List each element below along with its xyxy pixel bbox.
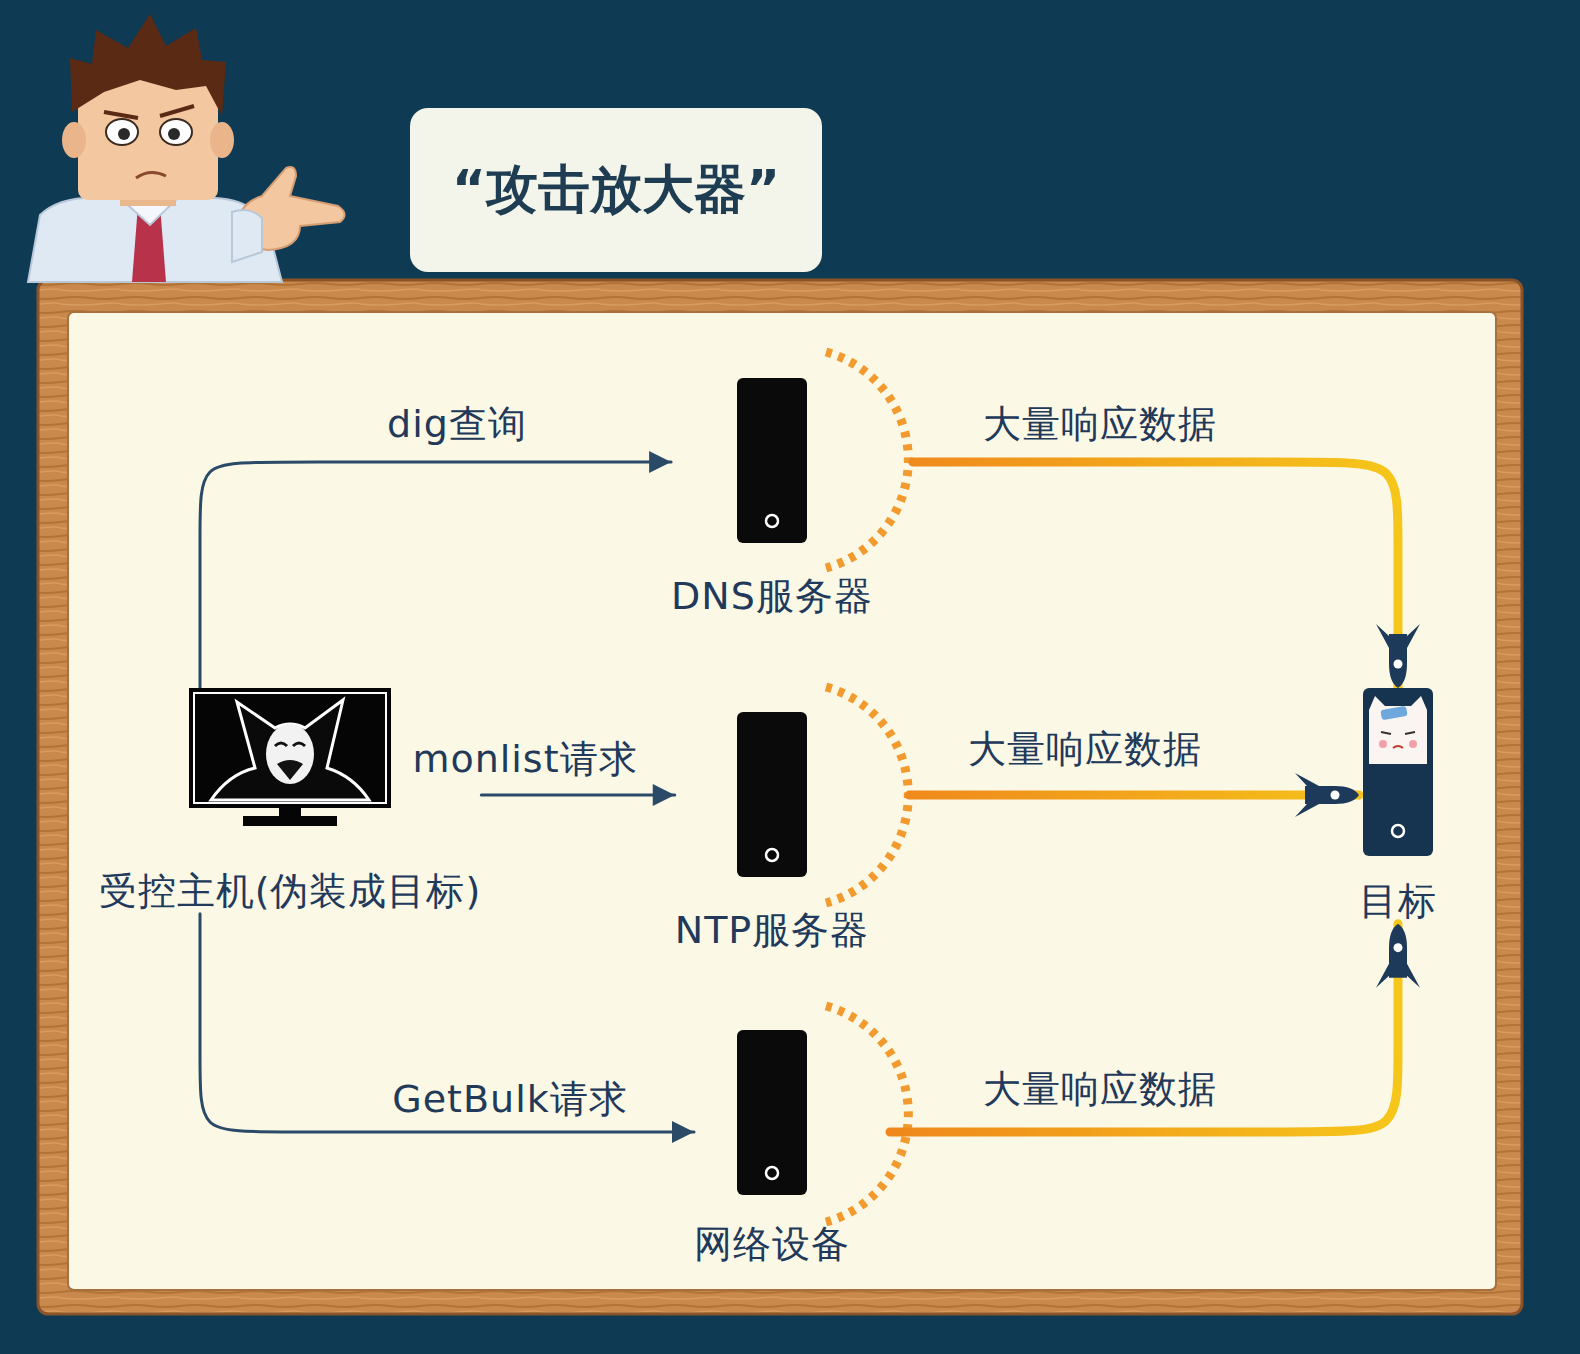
response-arrow (909, 791, 1359, 800)
art-circle (766, 515, 778, 527)
target-icon (1363, 688, 1433, 856)
art-rect (737, 1030, 807, 1195)
art-rect (194, 693, 386, 803)
art-path (275, 743, 305, 746)
node-label: DNS服务器 (671, 575, 873, 619)
art-circle (766, 1167, 778, 1179)
edge-label: 大量响应数据 (979, 403, 1221, 447)
edge-label: monlist请求 (408, 738, 641, 782)
art-rect (243, 816, 337, 826)
art-path (28, 198, 282, 282)
art-circle (1392, 825, 1404, 837)
art-ellipse (160, 119, 192, 145)
art-path (1381, 732, 1415, 734)
target-node: 目标 (1359, 688, 1437, 924)
response-arrow (890, 924, 1398, 1132)
art-ellipse (210, 122, 234, 158)
server-icon (737, 1030, 807, 1195)
art-path (136, 172, 166, 178)
art-path (70, 14, 226, 116)
response-arrow (913, 462, 1398, 688)
server-node: NTP服务器 (675, 712, 870, 953)
signal-arc (826, 1006, 908, 1222)
title-box (410, 108, 822, 272)
board-frame (38, 280, 1522, 1314)
server-node: 网络设备 (694, 1030, 850, 1267)
node-label: 目标 (1359, 880, 1437, 924)
server-node: DNS服务器 (671, 378, 873, 619)
edge-label: GetBulk请求 (388, 1078, 631, 1122)
art-rect (737, 378, 807, 543)
art-path (232, 210, 262, 262)
art-rect (737, 712, 807, 877)
cartoon-man (28, 14, 345, 282)
art-circle (1379, 740, 1387, 748)
diagram-title: “攻击放大器” (410, 108, 822, 272)
request-arrow (200, 462, 671, 688)
art-circle (766, 849, 778, 861)
art-path (1393, 746, 1403, 748)
art-circle (1409, 740, 1417, 748)
art-ellipse (106, 119, 138, 145)
request-arrow (200, 914, 694, 1132)
art-path (277, 760, 303, 780)
monitor-icon (189, 688, 391, 838)
server-icon (737, 378, 807, 543)
edge-label: dig查询 (383, 403, 531, 447)
server-icon (737, 712, 807, 877)
node-label: 受控主机(伪装成目标) (99, 870, 482, 914)
edge-label: 大量响应数据 (979, 1068, 1221, 1112)
art-rect (1363, 688, 1433, 856)
signal-arcs (826, 352, 908, 1222)
edge-label: 大量响应数据 (964, 728, 1206, 772)
art-path (1369, 696, 1427, 764)
art-rect (1380, 706, 1407, 720)
request-arrow (481, 794, 674, 797)
signal-arc (826, 687, 908, 903)
art-ellipse (266, 724, 314, 784)
art-circle (118, 128, 130, 140)
art-ellipse (62, 122, 86, 158)
signal-arc (826, 352, 908, 568)
art-circle (168, 128, 180, 140)
host-node: 受控主机(伪装成目标) (99, 688, 482, 914)
node-label: NTP服务器 (675, 909, 870, 953)
art-path (211, 700, 369, 800)
board-surface (68, 312, 1496, 1290)
node-label: 网络设备 (694, 1223, 850, 1267)
art-rect (189, 688, 391, 808)
art-path (104, 106, 194, 118)
